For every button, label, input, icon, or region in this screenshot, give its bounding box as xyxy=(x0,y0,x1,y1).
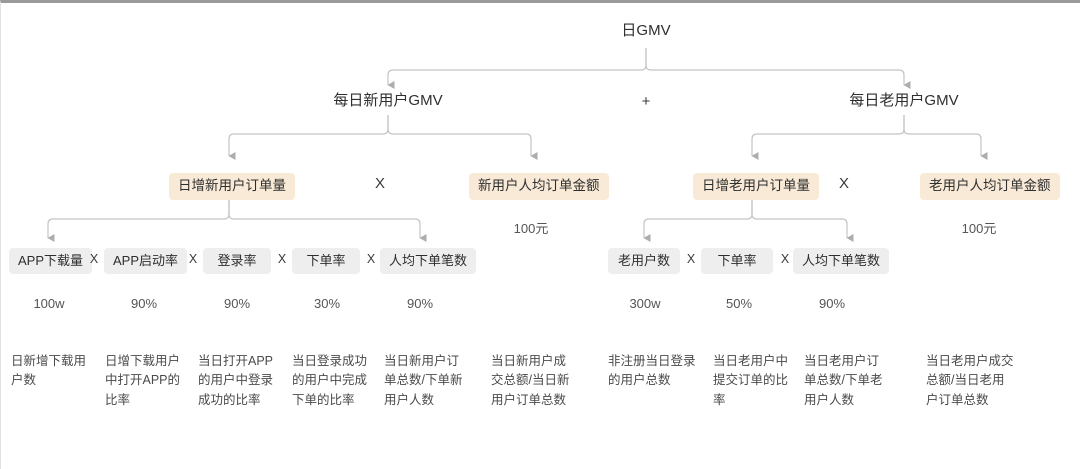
operator-multiply-n0-label: X xyxy=(89,252,99,266)
leaf-app-launch-rate-label: APP启动率 xyxy=(113,253,179,268)
desc-orders-per-user-old: 当日老用户订单总数/下单老用户人数 xyxy=(804,352,888,410)
value-old-user-count: 300w xyxy=(607,297,683,310)
value-order-rate-old-text: 50% xyxy=(725,296,753,311)
operator-multiply-n1: X xyxy=(186,253,200,266)
node-new-user-avg-order-amount-label: 新用户人均订单金额 xyxy=(478,178,600,193)
leaf-login-rate[interactable]: 登录率 xyxy=(203,248,271,274)
leaf-login-rate-label: 登录率 xyxy=(217,253,257,268)
operator-multiply-o1: X xyxy=(778,253,792,266)
node-new-user-avg-order-amount[interactable]: 新用户人均订单金额 xyxy=(469,173,609,200)
operator-multiply-n3-label: X xyxy=(366,252,376,266)
desc-new-user-avg-order-amount: 当日新用户成交总额/当日新用户订单总数 xyxy=(491,352,575,410)
desc-order-rate-old-text: 当日老用户中提交订单的比率 xyxy=(713,354,789,407)
operator-multiply-n3: X xyxy=(364,253,378,266)
desc-order-rate-new-text: 当日登录成功的用户中完成下单的比率 xyxy=(292,354,368,407)
operator-multiply-n2-label: X xyxy=(277,252,287,266)
operator-multiply-old-label: X xyxy=(838,175,849,192)
value-old-user-count-text: 300w xyxy=(629,296,661,311)
value-orders-per-user-old-text: 90% xyxy=(818,296,846,311)
desc-old-user-count: 非注册当日登录的用户总数 xyxy=(608,352,698,391)
node-old-user-order-count-label: 日增老用户订单量 xyxy=(702,178,810,193)
desc-login-rate: 当日打开APP的用户中登录成功的比率 xyxy=(198,352,282,410)
value-new-user-avg-order-amount-text: 100元 xyxy=(513,221,549,236)
node-root-daily-gmv[interactable]: 日GMV xyxy=(610,23,682,38)
value-app-launch-rate-text: 90% xyxy=(130,296,158,311)
desc-old-user-count-text: 非注册当日登录的用户总数 xyxy=(608,354,696,388)
leaf-orders-per-user-old-label: 人均下单笔数 xyxy=(802,253,881,268)
operator-multiply-n2: X xyxy=(275,253,289,266)
leaf-orders-per-user-new[interactable]: 人均下单笔数 xyxy=(380,248,477,274)
leaf-orders-per-user-old[interactable]: 人均下单笔数 xyxy=(793,248,890,274)
node-root-label: 日GMV xyxy=(621,22,671,39)
operator-multiply-o1-label: X xyxy=(780,252,790,266)
leaf-old-user-count-label: 老用户数 xyxy=(617,253,670,268)
leaf-app-download-count[interactable]: APP下载量 xyxy=(9,248,93,274)
operator-multiply-new: X xyxy=(366,176,394,191)
node-daily-new-user-gmv-label: 每日新用户GMV xyxy=(333,92,443,109)
value-app-launch-rate: 90% xyxy=(106,297,182,310)
node-new-user-order-count[interactable]: 日增新用户订单量 xyxy=(169,173,295,200)
desc-old-user-avg-order-amount: 当日老用户成交总额/当日老用户订单总数 xyxy=(926,352,1014,410)
node-old-user-order-count[interactable]: 日增老用户订单量 xyxy=(693,173,819,200)
desc-app-download-count: 日新增下载用户数 xyxy=(11,352,95,391)
leaf-old-user-count[interactable]: 老用户数 xyxy=(608,248,680,274)
leaf-order-rate-new-label: 下单率 xyxy=(306,253,346,268)
desc-orders-per-user-new: 当日新用户订单总数/下单新用户人数 xyxy=(384,352,468,410)
operator-multiply-new-label: X xyxy=(374,175,385,192)
value-orders-per-user-new: 90% xyxy=(382,297,458,310)
desc-login-rate-text: 当日打开APP的用户中登录成功的比率 xyxy=(198,354,274,407)
desc-app-launch-rate: 日增下载用户中打开APP的比率 xyxy=(105,352,189,410)
node-daily-old-user-gmv-label: 每日老用户GMV xyxy=(849,92,959,109)
leaf-order-rate-old-label: 下单率 xyxy=(717,253,757,268)
value-old-user-avg-order-amount-text: 100元 xyxy=(961,221,997,236)
node-daily-old-user-gmv[interactable]: 每日老用户GMV xyxy=(824,93,984,108)
operator-multiply-o0: X xyxy=(684,253,698,266)
node-new-user-order-count-label: 日增新用户订单量 xyxy=(178,178,286,193)
value-old-user-avg-order-amount: 100元 xyxy=(919,222,1039,235)
value-login-rate: 90% xyxy=(199,297,275,310)
operator-multiply-o0-label: X xyxy=(686,252,696,266)
value-orders-per-user-new-text: 90% xyxy=(406,296,434,311)
operator-multiply-n0: X xyxy=(87,253,101,266)
node-daily-new-user-gmv[interactable]: 每日新用户GMV xyxy=(308,93,468,108)
desc-app-download-count-text: 日新增下载用户数 xyxy=(11,354,87,388)
value-order-rate-old: 50% xyxy=(701,297,777,310)
operator-multiply-old: X xyxy=(830,176,858,191)
leaf-order-rate-old[interactable]: 下单率 xyxy=(701,248,773,274)
leaf-orders-per-user-new-label: 人均下单笔数 xyxy=(389,253,468,268)
desc-order-rate-old: 当日老用户中提交订单的比率 xyxy=(713,352,797,410)
leaf-app-download-count-label: APP下载量 xyxy=(18,253,84,268)
desc-old-user-avg-order-amount-text: 当日老用户成交总额/当日老用户订单总数 xyxy=(926,354,1014,407)
node-old-user-avg-order-amount-label: 老用户人均订单金额 xyxy=(929,178,1051,193)
value-orders-per-user-old: 90% xyxy=(794,297,870,310)
value-new-user-avg-order-amount: 100元 xyxy=(471,222,591,235)
leaf-app-launch-rate[interactable]: APP启动率 xyxy=(104,248,188,274)
value-order-rate-new: 30% xyxy=(289,297,365,310)
desc-new-user-avg-order-amount-text: 当日新用户成交总额/当日新用户订单总数 xyxy=(491,354,570,407)
value-login-rate-text: 90% xyxy=(223,296,251,311)
leaf-order-rate-new[interactable]: 下单率 xyxy=(292,248,360,274)
desc-app-launch-rate-text: 日增下载用户中打开APP的比率 xyxy=(105,354,181,407)
desc-orders-per-user-old-text: 当日老用户订单总数/下单老用户人数 xyxy=(804,354,883,407)
value-app-download-count-text: 100w xyxy=(33,296,65,311)
operator-plus: + xyxy=(626,94,666,109)
desc-order-rate-new: 当日登录成功的用户中完成下单的比率 xyxy=(292,352,376,410)
value-order-rate-new-text: 30% xyxy=(313,296,341,311)
operator-multiply-n1-label: X xyxy=(188,252,198,266)
node-old-user-avg-order-amount[interactable]: 老用户人均订单金额 xyxy=(920,173,1060,200)
value-app-download-count: 100w xyxy=(11,297,87,310)
desc-orders-per-user-new-text: 当日新用户订单总数/下单新用户人数 xyxy=(384,354,463,407)
operator-plus-label: + xyxy=(641,93,651,110)
